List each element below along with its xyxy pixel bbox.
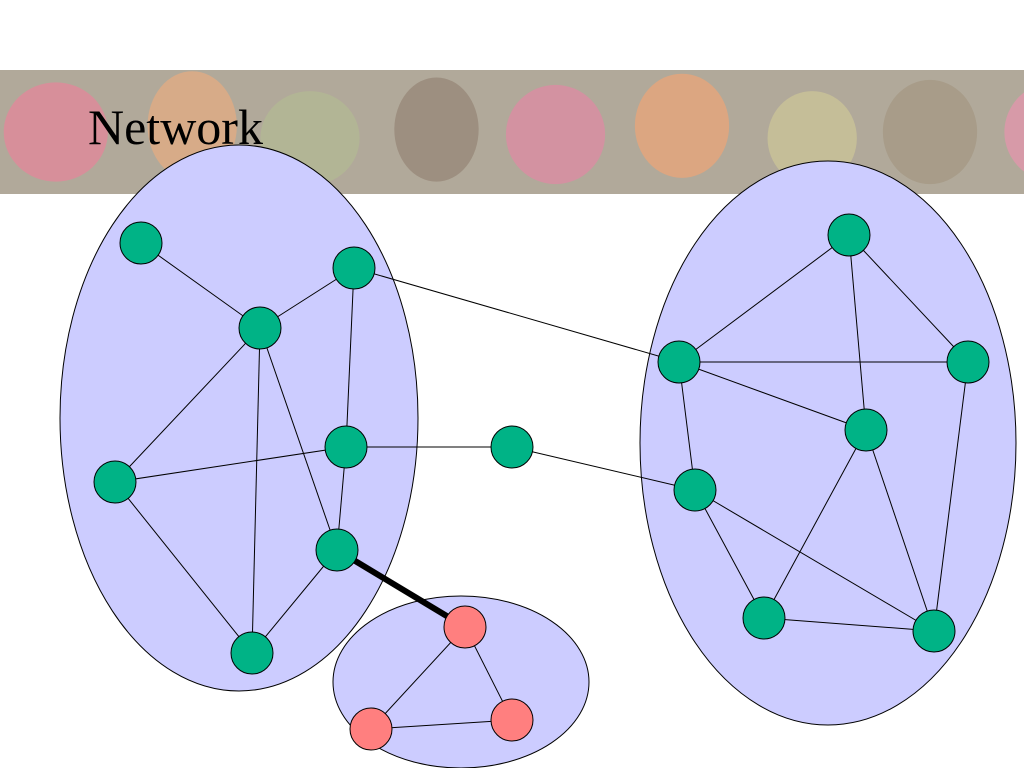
node-L2 — [332, 246, 376, 290]
node-L7 — [230, 631, 274, 675]
edge-R6-R7 — [763, 617, 935, 632]
edge-B1-B2 — [370, 626, 466, 730]
edge-bold-L6-B1 — [335, 547, 467, 630]
node-B1 — [443, 605, 487, 649]
edge-R1-R4 — [848, 234, 867, 431]
edge-L4-L7 — [114, 481, 253, 654]
node-L6 — [315, 528, 359, 572]
edge-R5-R6 — [694, 489, 765, 619]
banner-tile-blob — [634, 73, 730, 178]
edge-M-R5 — [511, 446, 696, 491]
banner-tile-blob — [3, 82, 108, 182]
node-L5 — [324, 425, 368, 469]
edge-L3-L4 — [114, 327, 261, 483]
edge-L4-L5 — [114, 446, 347, 483]
edge-R1-R2 — [678, 234, 850, 363]
edge-L2-R2 — [353, 267, 680, 363]
cluster-left — [59, 144, 419, 692]
edge-L6-L7 — [251, 549, 338, 654]
node-M — [490, 425, 534, 469]
node-R7 — [912, 609, 956, 653]
edge-R4-R7 — [865, 429, 935, 632]
node-L4 — [93, 460, 137, 504]
edge-R5-R7 — [694, 489, 935, 632]
node-R3 — [946, 340, 990, 384]
node-R2 — [657, 340, 701, 384]
edge-L3-L7 — [251, 327, 261, 654]
node-L1 — [119, 221, 163, 265]
edge-R2-R4 — [678, 361, 867, 431]
node-R6 — [742, 596, 786, 640]
edge-L2-L5 — [345, 267, 355, 448]
edge-L1-L3 — [140, 242, 261, 329]
node-R1 — [827, 213, 871, 257]
edge-R3-R7 — [933, 361, 969, 632]
banner-tile-blob — [394, 77, 479, 182]
node-R5 — [673, 468, 717, 512]
node-B2 — [349, 707, 393, 751]
banner-tile-blob — [882, 79, 978, 185]
edge-R4-R6 — [763, 429, 867, 619]
node-R4 — [844, 408, 888, 452]
edge-L3-L6 — [259, 327, 338, 551]
edge-R1-R3 — [848, 234, 969, 363]
cluster-right — [639, 160, 1017, 726]
edge-B2-B3 — [370, 719, 513, 730]
banner-tile-blob — [1004, 92, 1024, 172]
slide-title: Network — [88, 99, 263, 155]
node-B3 — [490, 698, 534, 742]
banner-tile-blob — [505, 84, 606, 185]
node-L3 — [238, 306, 282, 350]
